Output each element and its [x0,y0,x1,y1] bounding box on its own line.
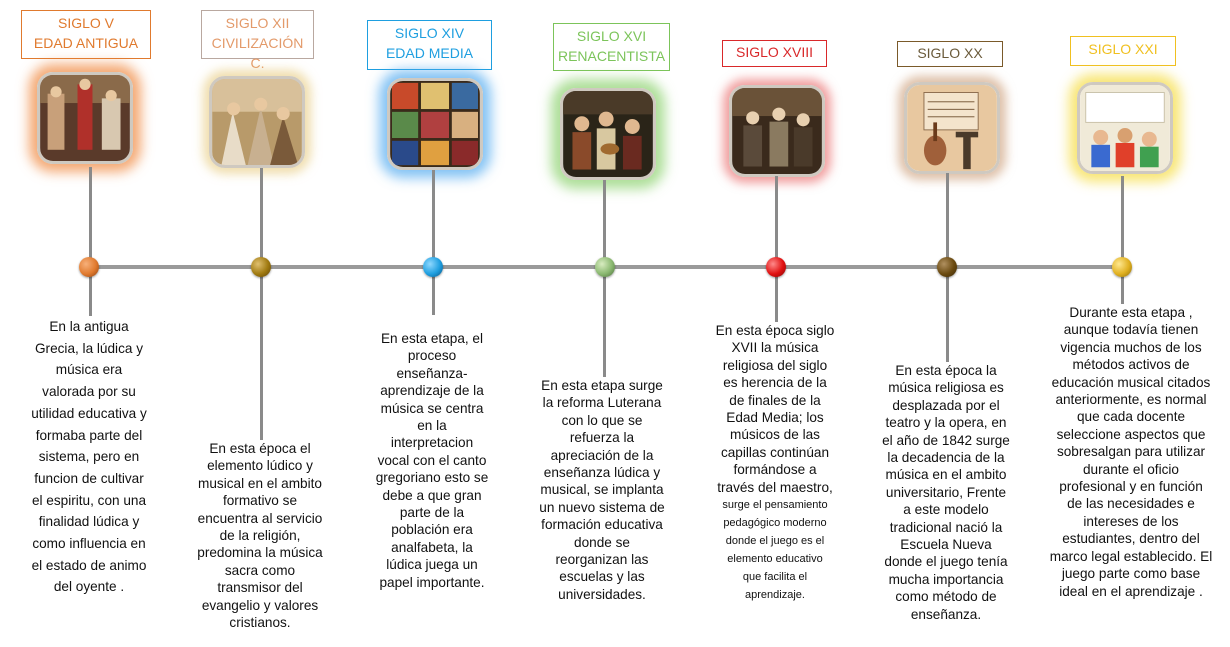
connector-5 [775,176,778,324]
period-label-4: SIGLO XVI RENACENTISTA [553,23,670,71]
period-era: EDAD MEDIA [385,45,474,61]
period-label-3: SIGLO XIV EDAD MEDIA [367,20,492,70]
period-image-5 [729,85,825,177]
period-image-6 [904,82,1000,174]
period-label-2: SIGLO XII CIVILIZACIÓN C. [201,10,314,71]
period-label-5: SIGLO XVIII [722,40,827,67]
timeline-node-3 [423,257,443,277]
period-century: SIGLO V [57,15,115,31]
period-era: CIVILIZACIÓN C. [211,35,304,71]
painting-medieval-clergy [212,79,302,165]
painting-ancient-musicians [40,75,130,161]
period-century: SIGLO XVI [576,28,647,44]
period-description-7: Durante esta etapa ,aunque todavía tiene… [1036,304,1226,600]
period-image-2 [209,76,305,168]
period-image-7 [1077,82,1173,174]
period-era: EDAD ANTIGUA [33,35,139,51]
connector-1 [89,167,92,317]
period-image-4 [560,88,656,180]
period-era: RENACENTISTA [557,48,666,64]
period-century: SIGLO XVIII [735,44,814,60]
image-music-instruments-sheet [907,85,997,171]
period-century: SIGLO XII [225,15,290,31]
period-image-3 [387,78,483,170]
timeline-node-6 [937,257,957,277]
period-label-1: SIGLO V EDAD ANTIGUA [21,10,151,59]
connector-2 [260,168,263,458]
period-image-1 [37,72,133,164]
timeline-node-1 [79,257,99,277]
timeline-node-7 [1112,257,1132,277]
connector-4 [603,180,606,380]
period-label-6: SIGLO XX [897,41,1003,67]
period-century: SIGLO XXI [1088,41,1158,57]
connector-3 [432,170,435,315]
timeline-node-2 [251,257,271,277]
image-modern-music-class [1080,85,1170,171]
connector-7 [1121,176,1124,324]
painting-renaissance-concert [563,91,653,177]
period-label-7: SIGLO XXI [1070,36,1176,66]
timeline-node-4 [595,257,615,277]
period-century: SIGLO XX [917,45,983,61]
period-century: SIGLO XIV [394,25,465,41]
painting-baroque-musicians [732,88,822,174]
timeline-node-5 [766,257,786,277]
collage-medieval-art [390,81,480,167]
